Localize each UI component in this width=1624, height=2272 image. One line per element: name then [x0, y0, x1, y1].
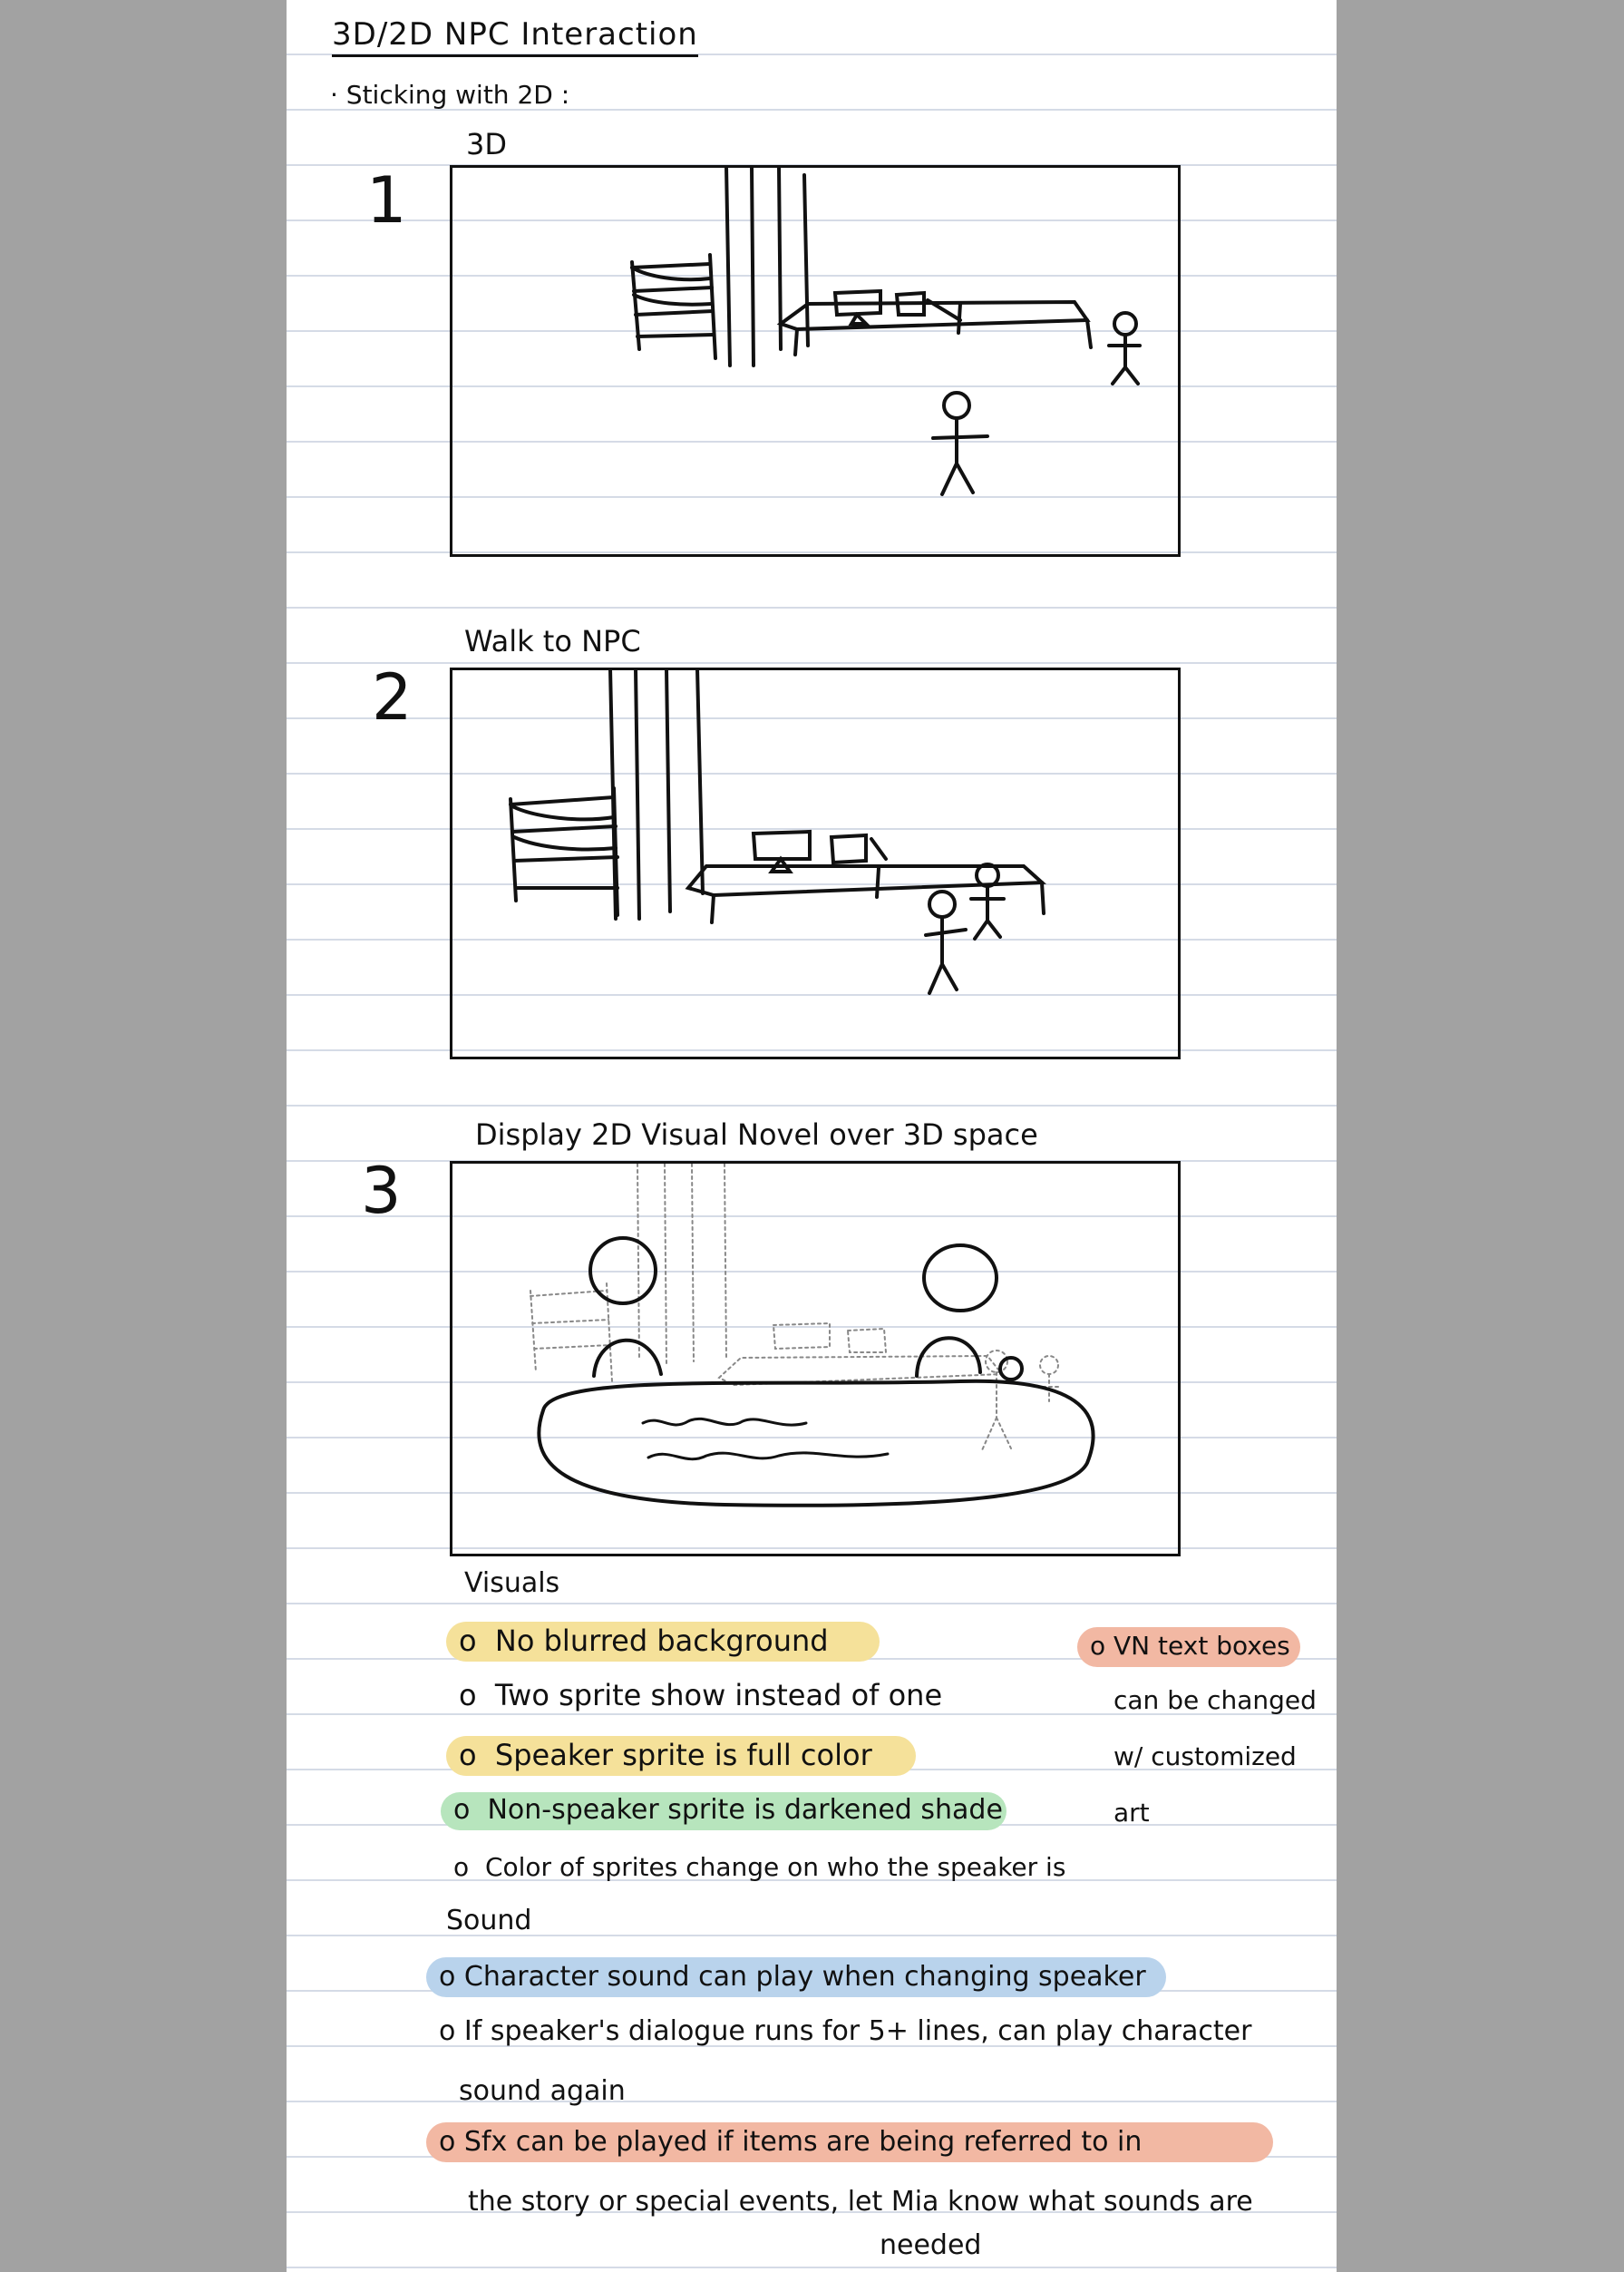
bookshelf-sketch	[509, 786, 619, 917]
side-note-line-1: o VN text boxes	[1090, 1631, 1290, 1661]
dialogue-text-box	[537, 1379, 1095, 1507]
npc-stick-figure	[969, 863, 1006, 941]
pillars-sketch	[724, 168, 810, 367]
sound-item-3-continued: the story or special events, let Mia kno…	[468, 2186, 1253, 2218]
visual-item-5: o Color of sprites change on who the spe…	[453, 1852, 1066, 1882]
visual-item-1: o No blurred background	[459, 1624, 829, 1658]
pillars-sketch	[608, 670, 705, 921]
side-note-line-2: can be changed	[1113, 1685, 1317, 1715]
side-note-line-4: art	[1113, 1798, 1150, 1828]
right-sprite	[915, 1243, 1024, 1381]
visual-item-2: o Two sprite show instead of one	[459, 1678, 943, 1712]
sound-item-1: o Character sound can play when changing…	[439, 1961, 1146, 1993]
panel-3-caption: Display 2D Visual Novel over 3D space	[475, 1117, 1038, 1152]
panel-2-frame	[450, 668, 1181, 1059]
panel-1-frame	[450, 165, 1181, 557]
visual-item-1-highlight	[446, 1622, 880, 1662]
visuals-heading: Visuals	[464, 1567, 560, 1599]
side-note-line-3: w/ customized	[1113, 1741, 1297, 1771]
sound-heading: Sound	[446, 1905, 532, 1936]
player-stick-figure	[931, 391, 989, 496]
page-subtitle: · Sticking with 2D :	[330, 80, 570, 110]
page-title: 3D/2D NPC Interaction	[332, 16, 698, 57]
panel-2-sketch	[509, 670, 1046, 995]
player-stick-figure	[924, 890, 968, 995]
visual-item-3-highlight	[446, 1736, 916, 1776]
panel-1-caption: 3D	[466, 127, 507, 161]
desk-sketch	[685, 829, 1046, 924]
left-sprite	[588, 1236, 663, 1378]
visual-item-3: o Speaker sprite is full color	[459, 1738, 872, 1772]
notebook-page: 3D/2D NPC Interaction · Sticking with 2D…	[287, 0, 1337, 2272]
sound-item-3: o Sfx can be played if items are being r…	[439, 2126, 1143, 2158]
npc-stick-figure	[1107, 311, 1142, 385]
bookshelf-sketch	[630, 253, 717, 360]
panel-2-caption: Walk to NPC	[464, 624, 641, 658]
panel-1-sketch	[630, 168, 1142, 496]
faded-3d-background	[530, 1164, 1063, 1451]
panel-2-number: 2	[372, 660, 413, 735]
sound-item-3-highlight	[426, 2122, 1273, 2162]
panel-3-frame	[450, 1161, 1181, 1556]
sound-item-1-highlight	[426, 1957, 1166, 1997]
desk-sketch	[776, 288, 1093, 356]
panel-3-sketch	[530, 1164, 1095, 1507]
visual-item-4: o Non-speaker sprite is darkened shade	[453, 1794, 1003, 1826]
side-note-highlight	[1077, 1627, 1300, 1667]
panel-1-number: 1	[366, 163, 407, 238]
visual-item-4-highlight	[441, 1792, 1006, 1830]
sound-item-3-end: needed	[880, 2229, 982, 2261]
panel-3-number: 3	[361, 1154, 402, 1228]
sound-item-2-continued: sound again	[459, 2075, 626, 2107]
sound-item-2: o If speaker's dialogue runs for 5+ line…	[439, 2015, 1252, 2047]
